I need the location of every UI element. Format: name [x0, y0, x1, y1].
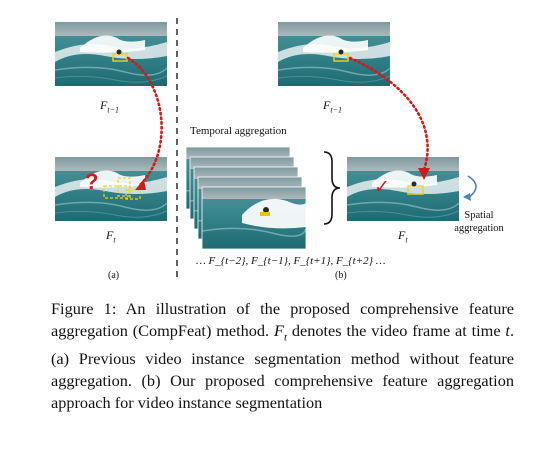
caption-time-symbol: t — [505, 321, 510, 340]
panel-b-label: (b) — [335, 270, 347, 281]
panel-b-top-frame-label: Ft−1 — [323, 98, 342, 115]
aggregation-brace — [323, 151, 341, 225]
panel-a-propagation-arrow — [126, 56, 163, 187]
caption-symbol-sub: t — [283, 331, 288, 344]
panel-a-top-frame-label: Ft−1 — [100, 98, 119, 115]
panel-a-frame-current — [54, 156, 168, 222]
panel-a-candidate-box — [117, 177, 131, 197]
caption-symbol: F — [274, 321, 284, 340]
panel-a-question-mark: ? — [85, 169, 99, 194]
arrow-head-icon — [135, 179, 146, 190]
panel-b-frame-previous — [277, 21, 391, 87]
figure: ? ✓ Ft−1 Ft (a) Ft−1 Temporal aggregatio… — [54, 18, 504, 282]
panel-b-propagation-arrow — [348, 56, 429, 172]
panel-b-bottom-frame-label: Ft — [398, 228, 408, 245]
stacked-frame — [201, 186, 307, 250]
panel-a-bottom-frame-label: Ft — [106, 228, 116, 245]
panel-a-label: (a) — [108, 270, 120, 281]
arrow-head-icon — [418, 168, 430, 180]
panel-b-frame-current — [346, 156, 460, 222]
frame-sequence-label: … F_{t−2}, F_{t−1}, F_{t+1}, F_{t+2} … — [196, 255, 386, 267]
spatial-aggregation-label: Spatial aggregation — [454, 210, 504, 234]
caption-suffix: . (a) Previous video instance segmentati… — [51, 321, 515, 413]
figure-graphic — [54, 18, 477, 282]
panel-b-check-mark: ✓ — [374, 176, 390, 198]
temporal-aggregation-label: Temporal aggregation — [190, 125, 287, 137]
caption-prefix: Figure 1: An illustration of the propose… — [51, 299, 514, 340]
figure-caption: Figure 1: An illustration of the propose… — [51, 298, 514, 414]
panel-a-candidate-box — [125, 189, 141, 200]
panel-a-frame-previous — [54, 21, 168, 87]
caption-middle: denotes the video frame at time — [291, 321, 501, 340]
arrow-head-icon — [463, 193, 471, 201]
panel-b-frame-stack — [185, 146, 307, 250]
